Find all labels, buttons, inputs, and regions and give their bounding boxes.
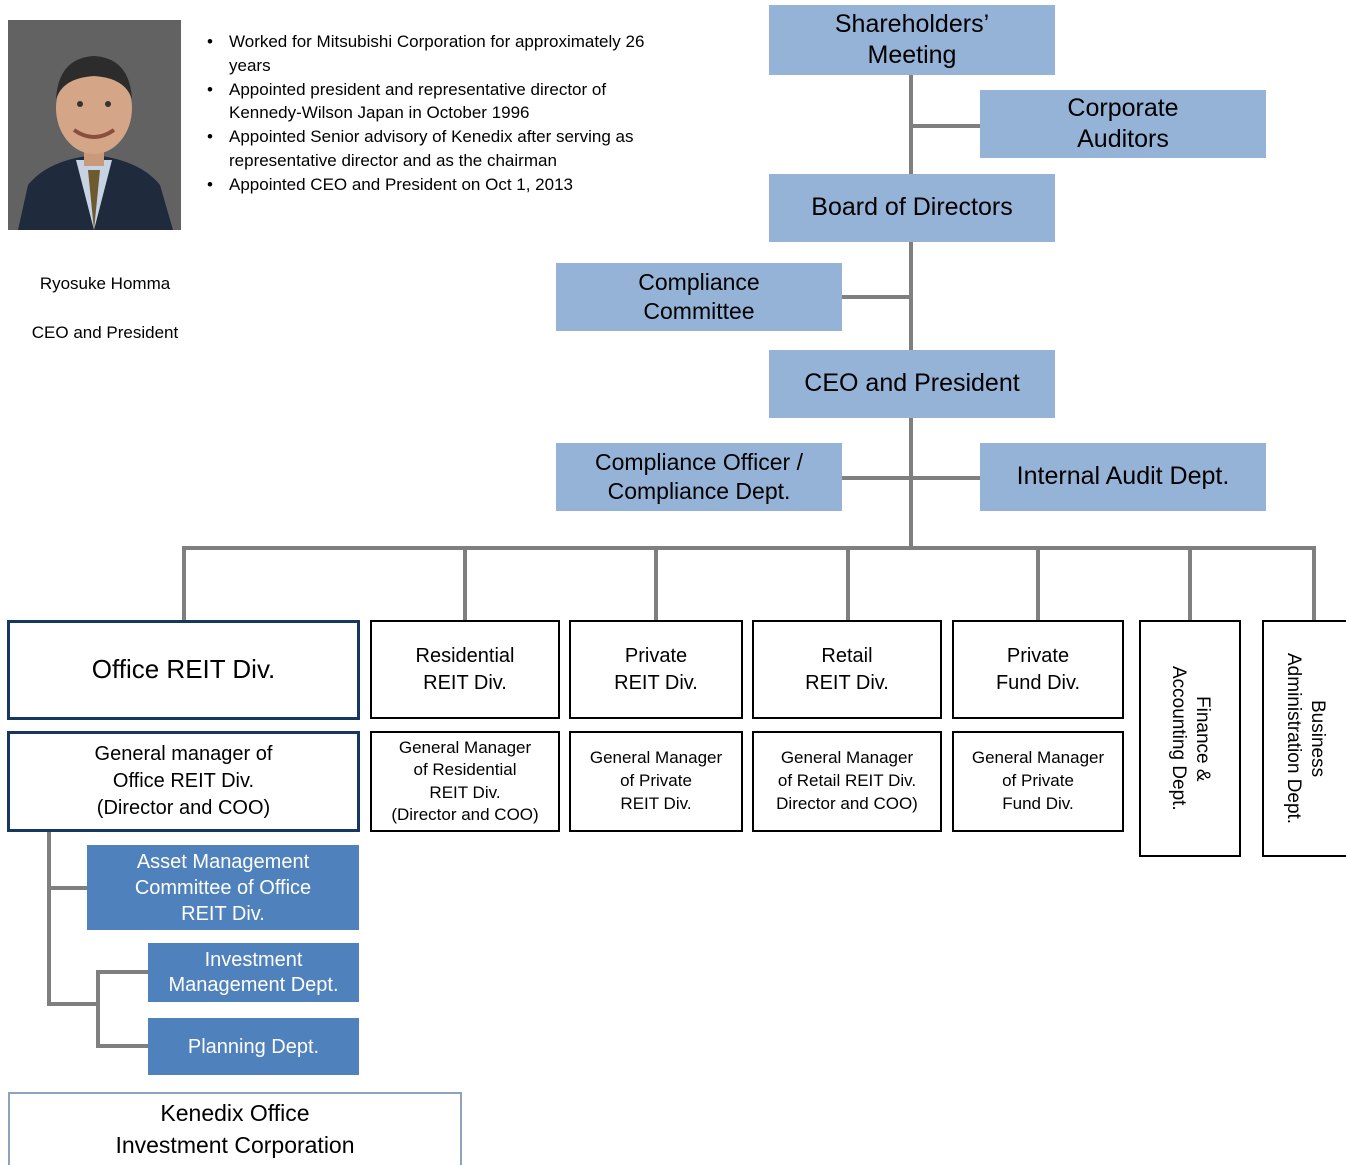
- ceo-portrait-image: [8, 20, 181, 230]
- ceo-caption: Ryosuke Homma CEO and President: [0, 247, 210, 370]
- ceo-title: CEO and President: [31, 322, 179, 342]
- compliance-committee-box: Compliance Committee: [556, 263, 842, 331]
- connector-line-depts: [47, 1002, 98, 1006]
- internal-audit-box: Internal Audit Dept.: [980, 443, 1266, 511]
- office-reit-division-box: Office REIT Div.: [7, 620, 360, 720]
- ceo-president-box: CEO and President: [769, 350, 1055, 418]
- connector-line-compliance-committee: [841, 295, 911, 299]
- ceo-name: Ryosuke Homma: [39, 273, 171, 293]
- retail-general-manager-box: General Manager of Retail REIT Div. Dire…: [752, 731, 942, 832]
- connector-line-auditors: [909, 124, 981, 128]
- private-fund-division-box: Private Fund Div.: [952, 620, 1124, 719]
- bio-item: Appointed Senior advisory of Kenedix aft…: [207, 125, 647, 173]
- corporate-auditors-box: Corporate Auditors: [980, 90, 1266, 158]
- connector-line-drop-office: [182, 546, 186, 620]
- business-administration-dept-box: Business Administration Dept.: [1262, 620, 1346, 857]
- office-general-manager-box: General manager of Office REIT Div. (Dir…: [7, 731, 360, 832]
- kenedix-office-investment-corporation-box: Kenedix Office Investment Corporation: [8, 1092, 462, 1165]
- residential-reit-division-box: Residential REIT Div.: [370, 620, 560, 719]
- ceo-photo: [8, 20, 181, 230]
- board-of-directors-box: Board of Directors: [769, 174, 1055, 242]
- compliance-officer-box: Compliance Officer / Compliance Dept.: [556, 443, 842, 511]
- bio-item: Worked for Mitsubishi Corporation for ap…: [207, 30, 647, 78]
- bio-item: Appointed CEO and President on Oct 1, 20…: [207, 173, 647, 197]
- connector-line-drop-private-reit: [654, 546, 658, 620]
- connector-line-drop-business-admin: [1312, 546, 1316, 620]
- connector-line-drop-retail: [846, 546, 850, 620]
- private-reit-division-box: Private REIT Div.: [569, 620, 743, 719]
- investment-management-dept-box: Investment Management Dept.: [148, 943, 359, 1002]
- private-reit-general-manager-box: General Manager of Private REIT Div.: [569, 731, 743, 832]
- bio-item: Appointed president and representative d…: [207, 78, 647, 126]
- connector-line-compliance-audit: [841, 476, 981, 480]
- shareholders-meeting-box: Shareholders’ Meeting: [769, 5, 1055, 75]
- connector-line-depts-vertical: [96, 970, 100, 1048]
- connector-line-drop-private-fund: [1036, 546, 1040, 620]
- connector-line-planning: [96, 1044, 149, 1048]
- connector-line-drop-finance: [1188, 546, 1192, 620]
- ceo-bio-list: Worked for Mitsubishi Corporation for ap…: [207, 30, 647, 197]
- connector-line-drop-residential: [463, 546, 467, 620]
- residential-general-manager-box: General Manager of Residential REIT Div.…: [370, 731, 560, 832]
- connector-line-investment: [96, 970, 149, 974]
- asset-management-committee-box: Asset Management Committee of Office REI…: [87, 845, 359, 930]
- private-fund-general-manager-box: General Manager of Private Fund Div.: [952, 731, 1124, 832]
- planning-dept-box: Planning Dept.: [148, 1018, 359, 1075]
- connector-line-office-sub: [47, 831, 51, 1006]
- finance-accounting-dept-box: Finance & Accounting Dept.: [1139, 620, 1241, 857]
- connector-line-committee: [47, 886, 89, 890]
- connector-line-divisions-bus: [182, 546, 1316, 550]
- connector-line-trunk: [909, 73, 913, 550]
- retail-reit-division-box: Retail REIT Div.: [752, 620, 942, 719]
